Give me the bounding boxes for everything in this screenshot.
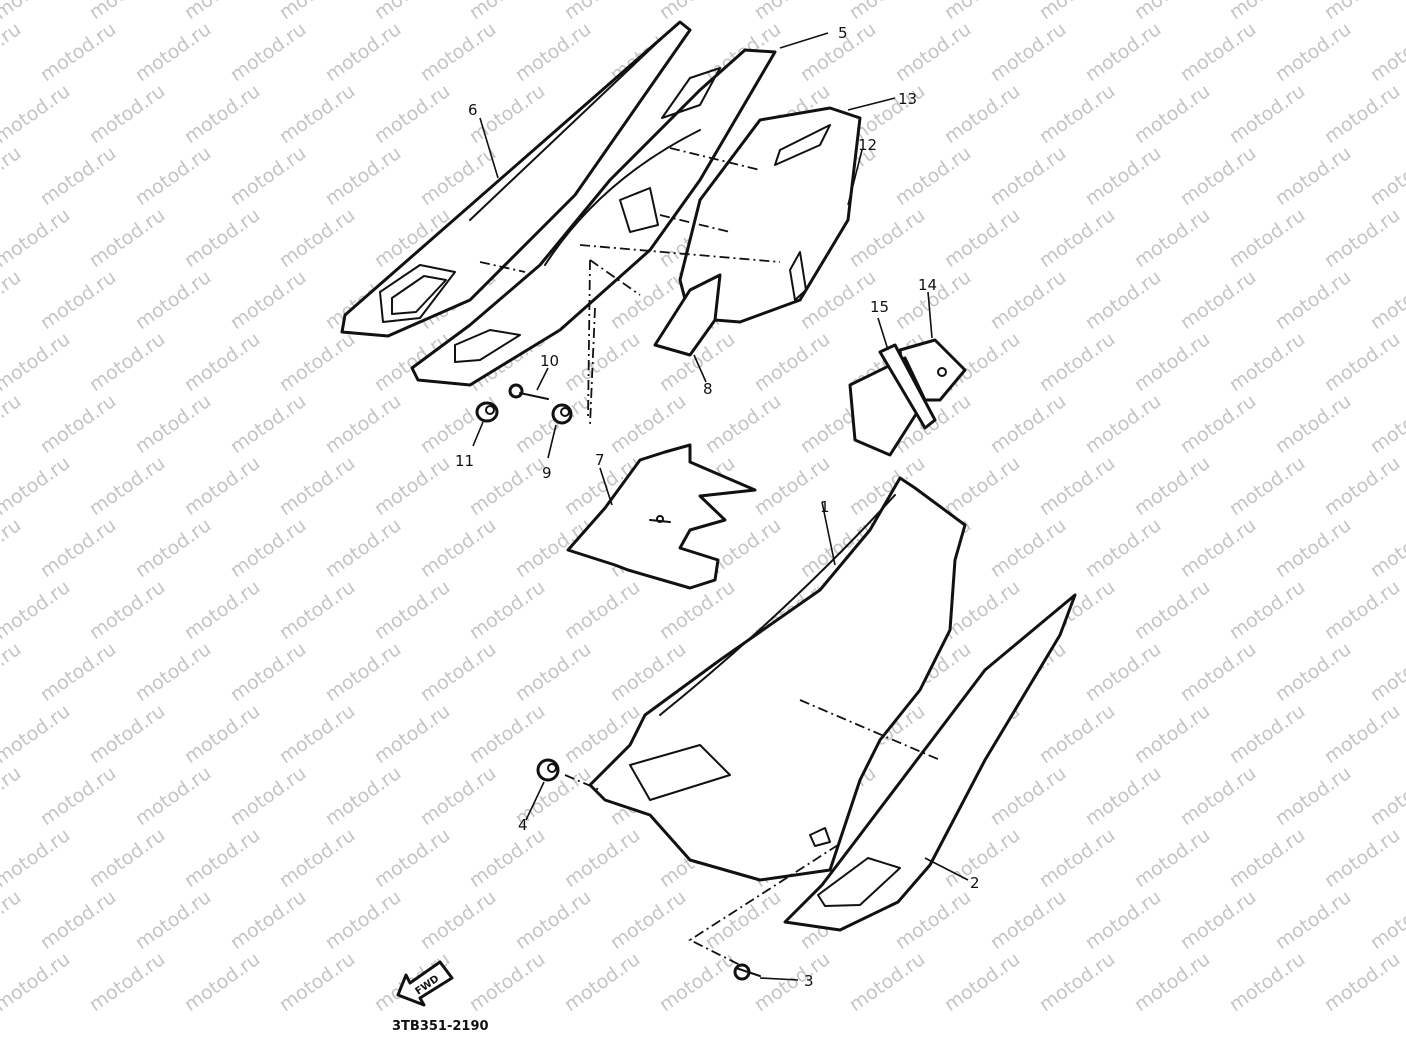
part-6-side-stripe	[340, 20, 692, 338]
callout-5: 5	[838, 24, 848, 42]
part-13-inner-panel	[678, 106, 862, 324]
leader-lines	[472, 32, 969, 981]
callout-15: 15	[870, 298, 889, 316]
part-15-band	[878, 343, 937, 430]
assembly-lines-upper	[479, 147, 781, 426]
part-4-grommet	[536, 758, 560, 782]
part-11-grommet	[475, 401, 499, 423]
callout-labels: 5 13 12 6 15 14 8 10 11 9 7 1 4 2 3	[455, 24, 980, 990]
callout-14: 14	[918, 276, 937, 294]
callout-1: 1	[820, 498, 830, 516]
part-7-under-plate	[566, 443, 757, 590]
callout-3: 3	[804, 972, 814, 990]
callout-8: 8	[703, 380, 713, 398]
part-2-side-stripe	[783, 593, 1077, 932]
part-1-lower-cover	[588, 476, 967, 882]
part-3-screw	[733, 963, 761, 981]
part-5-upper-cover	[410, 48, 777, 387]
callout-6: 6	[468, 101, 478, 119]
callout-9: 9	[542, 464, 552, 482]
forward-direction-arrow: FWD	[396, 960, 454, 1007]
callout-4: 4	[518, 816, 528, 834]
part-8-plate	[653, 273, 722, 357]
callout-12: 12	[858, 136, 877, 154]
callout-7: 7	[595, 451, 605, 469]
drawing-code: 3TB351-2190	[392, 1019, 489, 1034]
callout-13: 13	[898, 90, 917, 108]
callout-10: 10	[540, 352, 559, 370]
assembly-lines-lower	[564, 699, 941, 966]
callout-2: 2	[970, 874, 980, 892]
part-10-screw	[508, 383, 549, 400]
part-9-collar	[551, 403, 573, 425]
callout-11: 11	[455, 452, 474, 470]
